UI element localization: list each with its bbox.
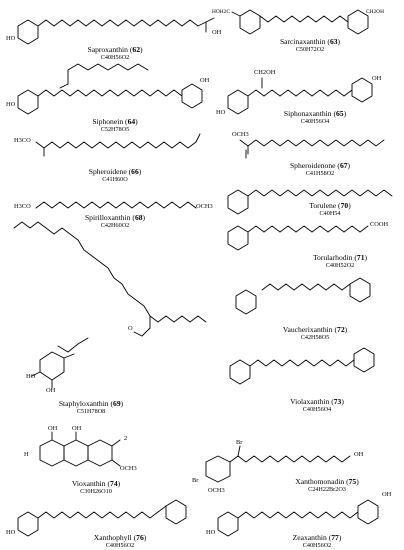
atom-label-ch2oh: CH2OH	[254, 69, 276, 76]
compound-formula-66: C41H60O	[102, 175, 128, 183]
caption-66: Spheroidene (66) C41H60O	[60, 168, 170, 183]
atom-label-och3-68: OCH3	[196, 203, 213, 210]
compound-name-71: Torularhodin (71)	[312, 253, 368, 262]
saproxanthin-structure	[17, 17, 215, 45]
atom-label-h3co-66: H3CO	[14, 137, 31, 144]
vaucherixanthin-structure	[235, 277, 371, 315]
atom-label-hoh2c: HOH2C	[212, 9, 230, 15]
torulene-structure	[227, 189, 393, 215]
caption-67: Spheroidenone (67) C41H58O2	[260, 162, 380, 177]
atom-label-oh-64: OH	[200, 77, 210, 84]
compound-name-77: Zeaxanthin (77)	[292, 533, 342, 542]
compound-name-69: Staphyloxanthin (69)	[58, 399, 124, 408]
atom-label-och3-67: OCH3	[232, 131, 249, 138]
compound-name-72: Vaucherixanthin (72)	[282, 325, 348, 334]
compound-formula-77: C40H56O2	[302, 541, 332, 549]
compound-name-67: Spheroidenone (67)	[289, 161, 351, 170]
atom-label-two: 2	[124, 435, 128, 442]
atom-label-ho-77: HO	[206, 529, 216, 536]
caption-64: Siphonein (64) C52H78O5	[60, 118, 170, 133]
xanthomonadin-structure	[205, 445, 351, 483]
caption-68: Spirilloxanthin (68) C42H60O2	[60, 214, 170, 229]
compound-formula-64: C52H78O5	[100, 125, 130, 133]
atom-label-oh-74a: OH	[48, 425, 58, 432]
zeaxanthin-structure	[217, 499, 379, 537]
compound-formula-63: C50H72O2	[295, 45, 325, 53]
compound-name-75: Xanthomonadin (75)	[295, 477, 359, 486]
atom-label-oh-75: OH	[354, 451, 364, 458]
atom-label-br-ring: Br	[192, 477, 199, 484]
violaxanthin-structure	[229, 347, 375, 385]
caption-73: Violaxanthin (73) C40H56O4	[262, 398, 372, 413]
spheroidenone-structure	[239, 139, 385, 159]
compound-name-66: Spheroidene (66)	[88, 167, 142, 176]
compound-formula-62: C40H56O2	[100, 53, 130, 61]
spheroidene-structure	[35, 133, 201, 157]
atom-label-ho-65: HO	[216, 109, 226, 116]
caption-72: Vaucherixanthin (72) C42H58O5	[250, 326, 380, 341]
staphyloxanthin-structure	[13, 221, 207, 389]
caption-74: Vioxanthin (74) C30H26O10	[46, 480, 146, 495]
caption-65: Siphonaxanthin (65) C40H56O4	[250, 110, 380, 125]
caption-70: Torulene (70) C40H54	[290, 202, 370, 217]
atom-label-oh-74b: OH	[72, 425, 82, 432]
atom-label-oh-65: OH	[372, 75, 382, 82]
atom-label-ho: HO	[6, 35, 16, 42]
compound-formula-70: C40H54	[319, 209, 341, 217]
compound-name-65: Siphonaxanthin (65)	[283, 109, 347, 118]
siphonaxanthin-structure	[227, 77, 373, 115]
caption-77: Zeaxanthin (77) C40H56O2	[262, 534, 372, 549]
atom-label-br-top: Br	[236, 439, 243, 446]
compound-formula-75: C24H22Br2O3	[308, 485, 346, 493]
xanthophyll-structure	[17, 499, 187, 537]
compound-name-70: Torulene (70)	[309, 201, 351, 210]
spirilloxanthin-structure	[35, 201, 197, 209]
compound-name-64: Siphonein (64)	[92, 117, 138, 126]
caption-69: Staphyloxanthin (69) C51H78O8	[36, 400, 146, 415]
compound-formula-76: C40H56O2	[105, 541, 135, 549]
compound-name-76: Xanthophyll (76)	[93, 533, 147, 542]
siphonein-structure	[17, 63, 203, 115]
atom-label-oh-69: OH	[46, 387, 56, 394]
compound-name-73: Violaxanthin (73)	[290, 397, 344, 406]
atom-label-h3co-68: H3CO	[14, 203, 31, 210]
caption-63: Sarcinaxanthin (63) C50H72O2	[250, 38, 370, 53]
sarcinaxanthin-structure	[231, 9, 369, 35]
compound-formula-68: C42H60O2	[100, 221, 130, 229]
compound-formula-73: C40H56O4	[302, 405, 332, 413]
compound-formula-65: C40H56O4	[300, 117, 330, 125]
atom-label-och3-74: OCH3	[120, 465, 137, 472]
caption-75: Xanthomonadin (75) C24H22Br2O3	[262, 478, 392, 493]
atom-label-h-74: H	[24, 451, 29, 458]
atom-label-ch2oh-end: CH2OH	[366, 9, 384, 15]
compound-formula-67: C41H58O2	[305, 169, 335, 177]
atom-label-o-69: O	[128, 325, 133, 332]
compound-formula-69: C51H78O8	[76, 407, 106, 415]
compound-name-74: Vioxanthin (74)	[71, 479, 121, 488]
atom-label-och3-75: OCH3	[208, 487, 225, 494]
caption-62: Saproxanthin (62) C40H56O2	[60, 46, 170, 61]
atom-label-ho-64: HO	[6, 101, 16, 108]
compound-name-63: Sarcinaxanthin (63)	[279, 37, 341, 46]
compound-name-68: Spirilloxanthin (68)	[84, 213, 146, 222]
compound-formula-74: C30H26O10	[80, 487, 112, 495]
vioxanthin-structure	[39, 431, 121, 467]
compound-formula-72: C42H58O5	[300, 333, 330, 341]
torularhodin-structure	[227, 225, 369, 251]
atom-label-oh: OH	[212, 29, 222, 36]
compound-formula-71: C40H52O2	[325, 261, 355, 269]
caption-71: Torularhodin (71) C40H52O2	[290, 254, 390, 269]
atom-label-oh-77: OH	[382, 491, 392, 498]
caption-76: Xanthophyll (76) C40H56O2	[60, 534, 180, 549]
atom-label-ho-69: HO	[26, 373, 36, 380]
atom-label-cooh: COOH	[370, 221, 389, 228]
compound-name-62: Saproxanthin (62)	[87, 45, 143, 54]
atom-label-ho-76: HO	[6, 529, 16, 536]
